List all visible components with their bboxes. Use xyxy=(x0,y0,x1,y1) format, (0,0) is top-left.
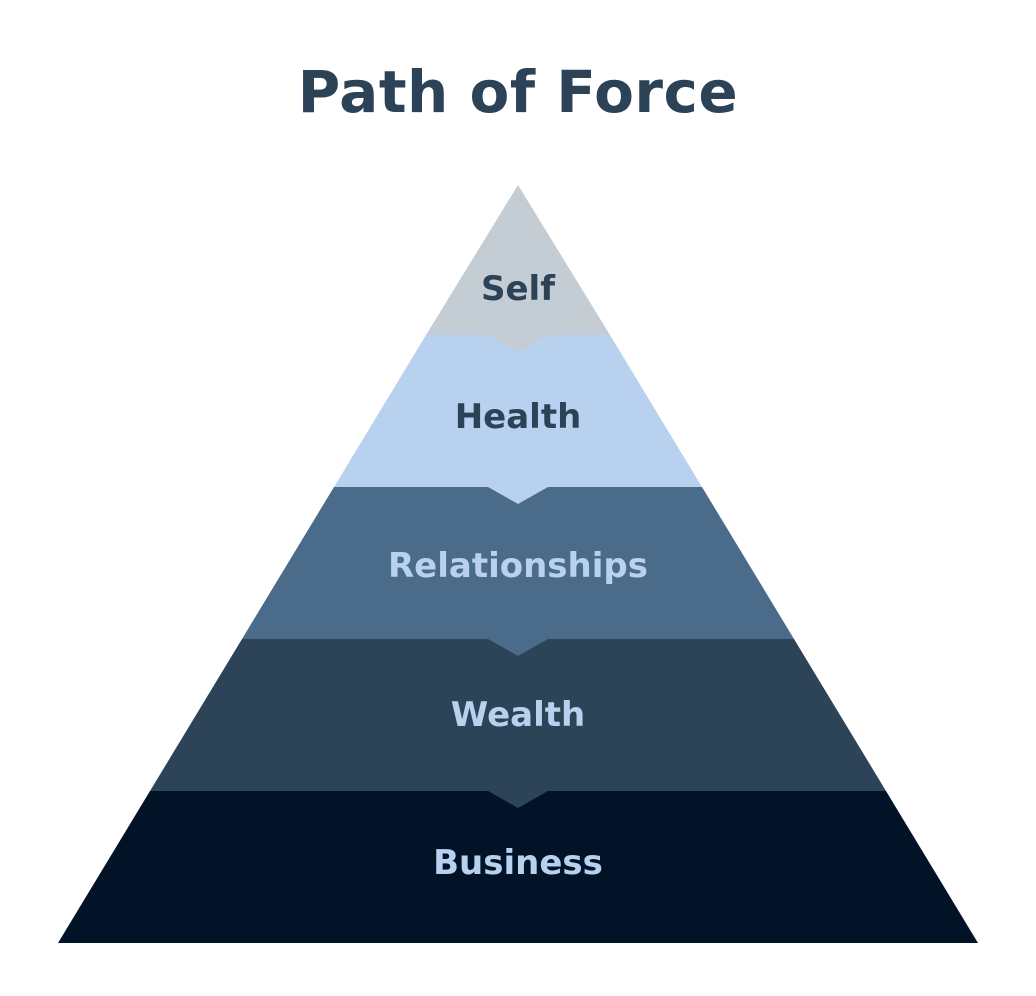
pyramid-tier-self xyxy=(426,185,610,352)
tier-label-business: Business xyxy=(433,843,603,883)
tier-label-self: Self xyxy=(481,269,556,309)
pyramid-tier-business xyxy=(58,791,978,943)
tier-label-health: Health xyxy=(455,397,582,437)
tier-label-relationships: Relationships xyxy=(388,546,648,586)
pyramid-tier-relationships xyxy=(242,487,794,656)
tier-label-wealth: Wealth xyxy=(451,695,585,735)
pyramid-tier-wealth xyxy=(150,639,886,808)
diagram-title: Path of Force xyxy=(297,58,739,126)
pyramid-tier-health xyxy=(334,335,702,504)
